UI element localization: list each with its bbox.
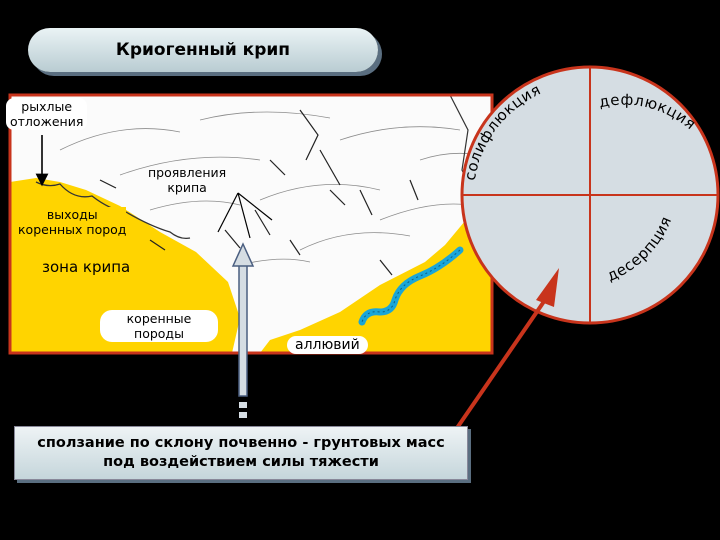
title-banner: Криогенный крип: [28, 28, 378, 72]
blue-pointer-arrow: [231, 242, 255, 418]
creep-cracks: [99, 109, 419, 276]
red-pointer-arrow: [455, 268, 559, 430]
slope-hatching: [59, 111, 481, 266]
slope-surface: [10, 95, 492, 353]
label-alluvium: аллювий: [287, 336, 368, 354]
label-creep-manifestations: проявления крипа: [148, 165, 227, 195]
label-loose-deposits: рыхлые отложения: [6, 98, 88, 130]
description-box: сползание по склону почвенно - грунтовых…: [14, 426, 468, 480]
page-title: Криогенный крип: [115, 40, 291, 60]
description-text: сползание по склону почвенно - грунтовых…: [37, 435, 445, 470]
label-bedrock: коренные породы: [100, 310, 218, 342]
label-creep-zone: зона крипа: [42, 258, 131, 276]
label-bedrock-outcrops: выходы коренных пород: [18, 207, 127, 237]
